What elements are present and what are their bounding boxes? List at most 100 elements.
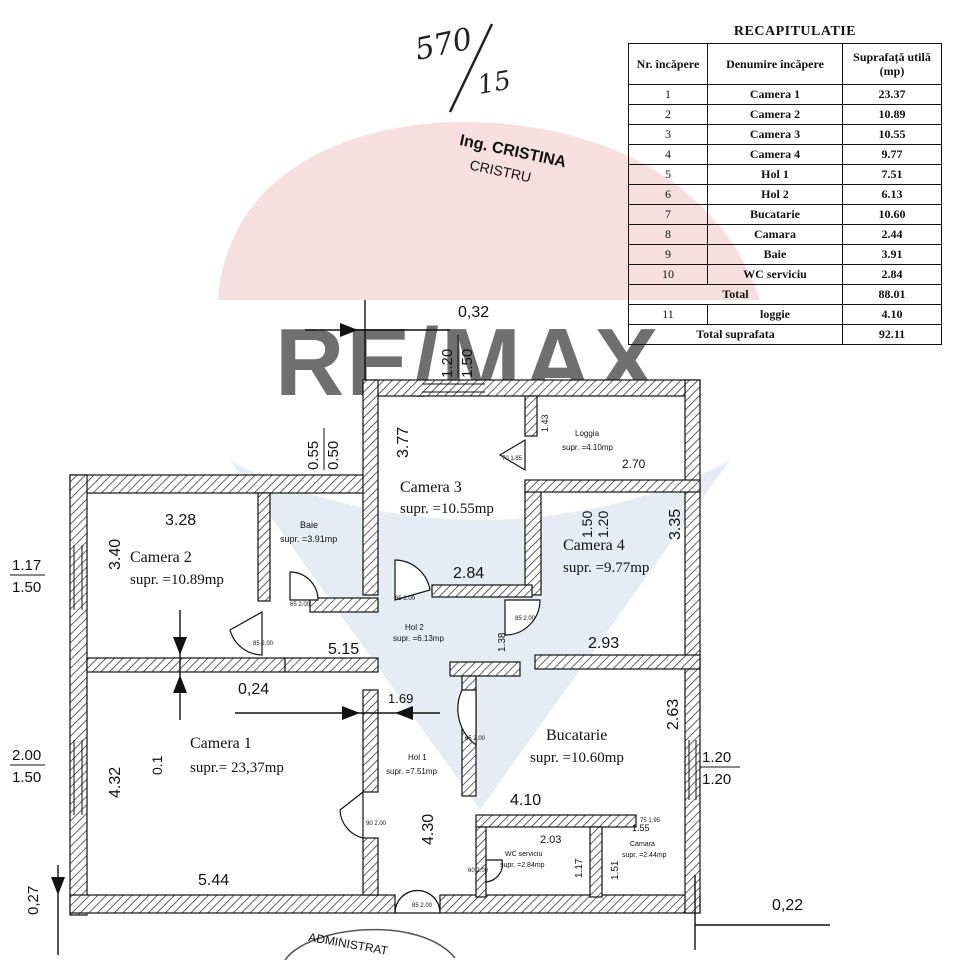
room-hol1-area: supr. =7.51mp — [386, 767, 437, 776]
dim-150a: 1.50 — [459, 349, 476, 378]
recap-header-area: Suprafață utilă (mp) — [842, 43, 942, 85]
door-label-hol2: 85 2.00 — [395, 596, 416, 602]
windows — [73, 383, 697, 815]
wall-cam3-bottom — [431, 584, 533, 598]
bottom-stamp-arc — [284, 928, 456, 960]
total-label: Total — [628, 284, 843, 305]
total-value: 88.01 — [842, 284, 942, 305]
wall-south-right — [439, 894, 701, 914]
door-label-cam4: 85 2.00 — [515, 616, 536, 622]
dim-200: 2.00 — [12, 747, 41, 764]
room-hol1-name: Hol 1 — [408, 753, 427, 762]
recap-header-row: Nr. încăpere Denumire încăpere Suprafață… — [628, 43, 942, 85]
dim-263: 2.63 — [665, 699, 682, 730]
room-wc-area: supr. =2.84mp — [500, 862, 545, 869]
row-nr: 2 — [628, 104, 708, 125]
dim-117b: 1.17 — [574, 858, 585, 878]
room-labels: Camera 2 supr. =10.89mp Camera 3 supr. =… — [130, 429, 667, 869]
row-name: Baie — [707, 244, 843, 265]
row-nr: 6 — [628, 184, 708, 205]
door-swings — [229, 438, 541, 914]
handwritten-sub: 15 — [475, 66, 513, 101]
room-camara-area: supr. =2.44mp — [622, 852, 667, 859]
watermark-balloon — [218, 121, 760, 300]
row-area: 9.77 — [842, 144, 942, 165]
handwritten-main: 570 — [412, 22, 475, 68]
dim-335: 3.35 — [667, 509, 684, 540]
door-swing-cam4 — [504, 599, 541, 636]
door-label-camara: 75 1.95 — [640, 818, 661, 824]
row-area: 2.44 — [842, 224, 942, 245]
recap-header-name: Denumire încăpere — [707, 43, 843, 85]
room-hol2-name: Hol 2 — [405, 623, 424, 632]
dim-032: 0,32 — [458, 304, 489, 321]
door-swing-cam1 — [339, 790, 364, 839]
dim-284: 2.84 — [453, 565, 484, 582]
door-label-cam1: 90 2.00 — [366, 821, 387, 827]
dim-120a: 1.20 — [439, 349, 456, 378]
door-labels: 65 2.00 85 2.00 85 2.00 85 2.00 65 2.00 … — [253, 456, 661, 909]
room-camera1-area: supr.= 23,37mp — [190, 760, 284, 776]
watermark: RE/MAX — [218, 121, 760, 810]
dim-arrowheads — [51, 323, 413, 895]
row-name: Camara — [707, 224, 843, 245]
wall-cam1-top-right — [284, 657, 379, 673]
dim-120e: 1.20 — [702, 771, 731, 788]
row-area: 6.13 — [842, 184, 942, 205]
room-camera4-name: Camera 4 — [563, 537, 625, 554]
dimension-labels: 0,32 1.20 1.50 0.55 0.50 3.77 3.28 3.40 … — [10, 304, 803, 915]
wall-baie-left — [257, 492, 271, 602]
room-camara-name: Camara — [630, 841, 655, 848]
door-swing-loggia — [498, 438, 526, 472]
dim-151: 1.51 — [610, 860, 621, 880]
grand-total-value: 92.11 — [842, 324, 942, 345]
room-camera4-area: supr. =9.77mp — [563, 560, 649, 576]
wall-wc-left — [475, 826, 487, 898]
row-nr: 7 — [628, 204, 708, 225]
dim-432: 4.32 — [107, 767, 124, 798]
wall-cam4-bottom — [534, 654, 701, 670]
arrow-169-a — [342, 706, 360, 720]
dim-169: 1.69 — [388, 691, 413, 706]
door-label-entry: 85 2.00 — [412, 903, 433, 909]
row-name: Hol 2 — [707, 184, 843, 205]
door-swing-cam3 — [394, 559, 431, 601]
dim-430: 4.30 — [420, 814, 437, 845]
row-name: WC serviciu — [707, 264, 843, 285]
dim-024: 0,24 — [238, 681, 269, 698]
dim-328: 3.28 — [165, 512, 196, 529]
watermark-balloon-shadow — [230, 460, 730, 810]
room-loggia-name: Loggia — [575, 429, 600, 438]
recap-table-panel: RECAPITULATIE Nr. încăpere Denumire încă… — [628, 24, 942, 345]
row-area: 10.89 — [842, 104, 942, 125]
dim-120c: 1.20 — [595, 511, 611, 538]
row-area: 23.37 — [842, 84, 942, 105]
door-label-baie: 65 2.00 — [290, 602, 311, 608]
handwritten-number: 570 15 — [412, 22, 513, 113]
wall-cam2-cam1 — [86, 657, 286, 673]
arrow-027 — [51, 877, 65, 895]
row-name: Camera 3 — [707, 124, 843, 145]
door-label-buc: 65 2.00 — [465, 736, 486, 742]
room-baie-name: Baie — [300, 520, 318, 530]
row-nr: 4 — [628, 144, 708, 165]
dim-027: 0,27 — [25, 886, 42, 915]
dim-117: 1.17 — [12, 557, 41, 574]
grand-total-label: Total suprafata — [628, 324, 843, 345]
room-camera2-area: supr. =10.89mp — [130, 572, 224, 588]
dim-050: 0.50 — [325, 441, 342, 470]
room-camera2-name: Camera 2 — [130, 549, 192, 566]
room-baie-area: supr. =3.91mp — [280, 534, 337, 544]
dim-138: 1.38 — [497, 632, 508, 652]
row-nr: 11 — [628, 304, 708, 325]
dim-143: 1.43 — [540, 414, 550, 432]
door-label-wc: 60 2.00 — [468, 868, 489, 874]
door-label-loggia: 70 1.85 — [502, 456, 523, 462]
